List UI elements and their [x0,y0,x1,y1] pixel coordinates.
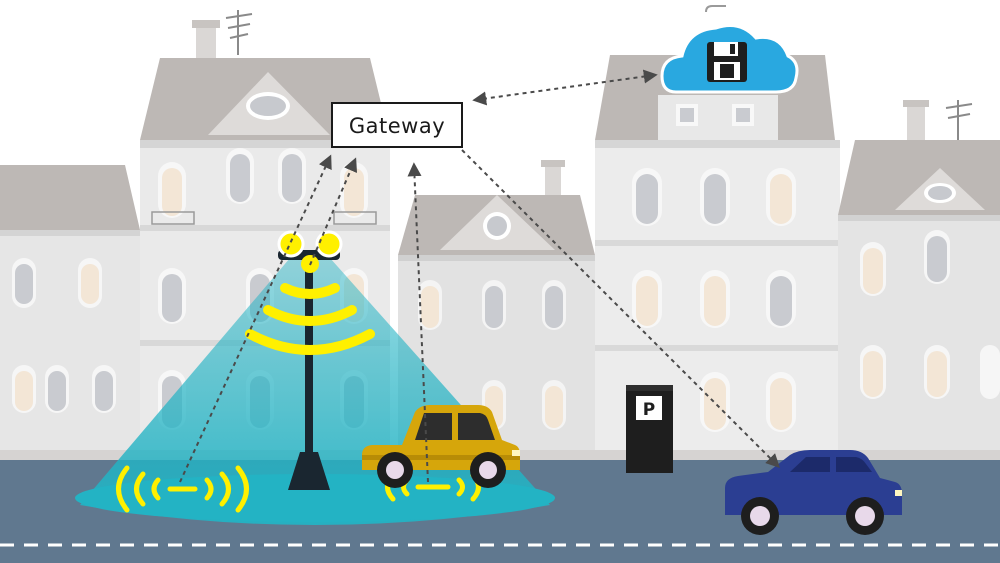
gateway-label: Gateway [349,114,445,138]
arrow-gateway-to-blue-car [461,149,780,468]
arrow-lamp-to-gateway [309,157,358,266]
parking-sign-label: P [643,400,655,420]
parking-meter-icon: P [626,385,673,473]
gateway-box [331,102,463,148]
arrow-gateway-cloud [472,69,658,106]
arrow-sensor-to-gateway [179,154,332,483]
connections [179,69,780,483]
gateway-node: Gateway [331,102,463,148]
ground-sensor-car-icon [385,472,481,502]
ground-sensor-left-icon [116,465,249,513]
building-far-right [838,100,1000,460]
blue-car [725,450,902,535]
arrow-car-sensor-to-gateway [407,162,429,483]
lamp-signal-icon [245,283,375,355]
yellow-car [362,405,520,488]
building-far-left [0,165,140,455]
cloud-save-icon [660,5,799,94]
